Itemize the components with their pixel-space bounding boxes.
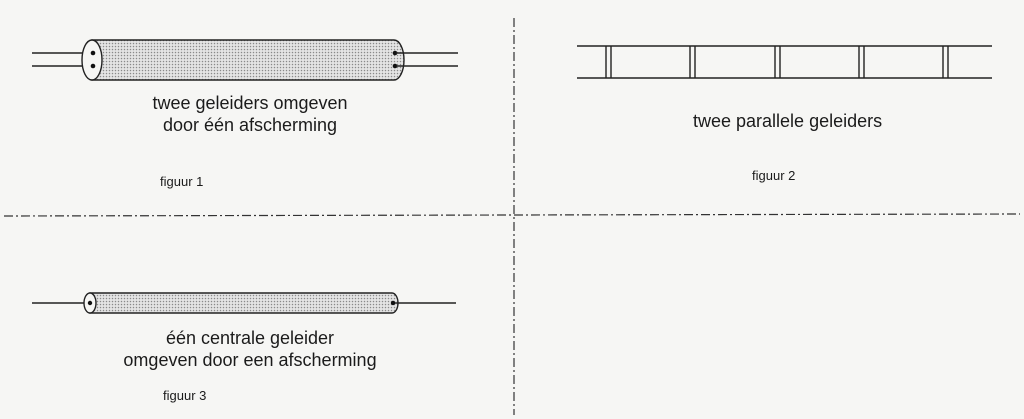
figure-2-label: figuur 2	[752, 168, 796, 183]
figure-1-label: figuur 1	[160, 174, 204, 189]
figure-2-parallel-conductors	[577, 45, 992, 79]
figure-1-caption: twee geleiders omgeven door één afscherm…	[128, 92, 372, 136]
figure-1-caption-line-1: twee geleiders omgeven	[152, 93, 348, 113]
conductor-dot	[90, 63, 96, 69]
figure-2-caption: twee parallele geleiders	[693, 111, 883, 131]
figure-3-caption-line-1: één centrale geleider	[165, 328, 335, 348]
center-conductor-dot	[87, 300, 93, 306]
spacer	[605, 46, 612, 78]
conductor-dot	[90, 50, 96, 56]
spacer	[858, 46, 865, 78]
spacer	[774, 46, 781, 78]
shield-end-left	[81, 39, 103, 81]
spacer	[942, 46, 949, 78]
coax-shield-body	[89, 292, 399, 314]
center-conductor-dot	[390, 300, 396, 306]
figure-1-shielded-twin-cable	[32, 39, 458, 81]
figure-3-caption: één centrale geleider omgeven door een a…	[88, 327, 412, 371]
horizontal-divider	[3, 213, 1021, 217]
conductor-dot	[392, 50, 398, 56]
quadrant-dividers	[3, 18, 1021, 415]
spacer	[689, 46, 696, 78]
conductor-dot	[392, 63, 398, 69]
shield-body	[91, 39, 405, 81]
figure-3-label: figuur 3	[163, 388, 207, 403]
figure-3-caption-line-2: omgeven door een afscherming	[123, 350, 377, 370]
figure-3-coaxial-cable	[32, 292, 456, 314]
figure-1-caption-line-2: door één afscherming	[162, 115, 338, 135]
